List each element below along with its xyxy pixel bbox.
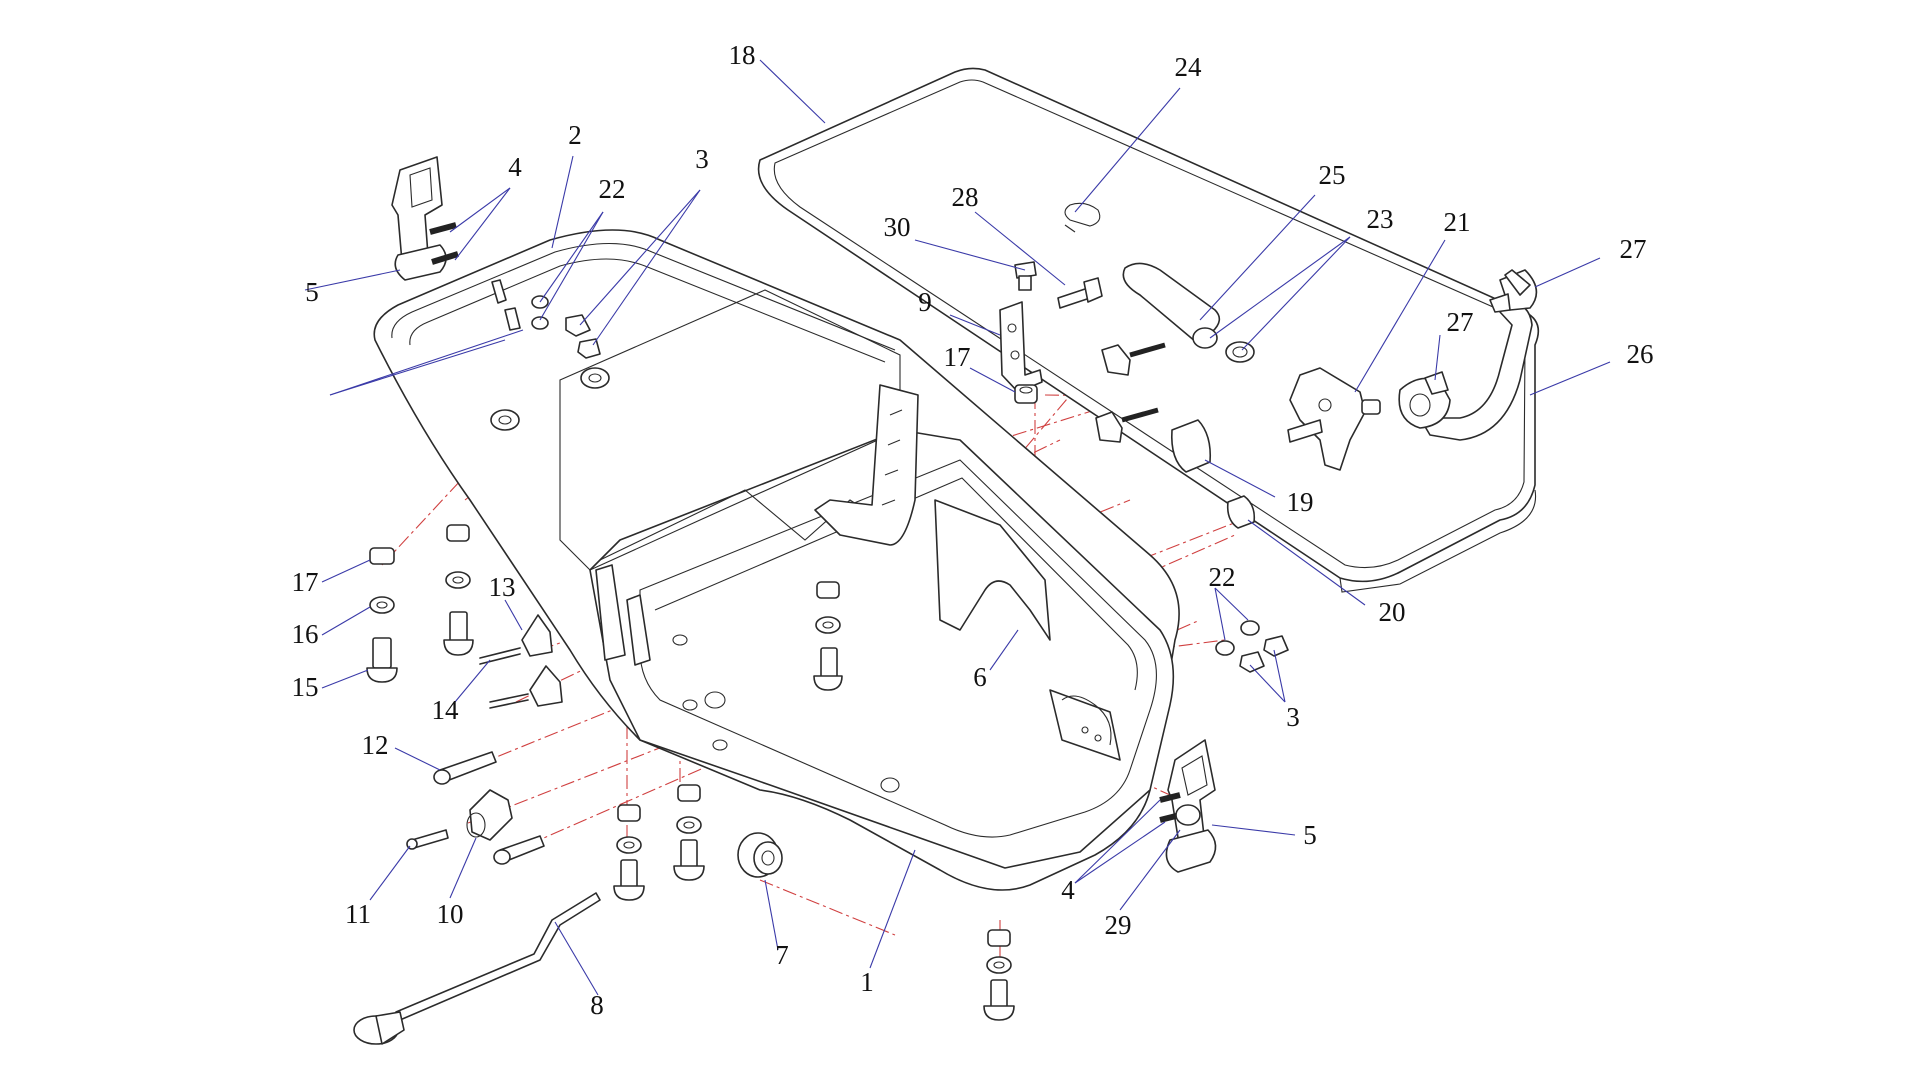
callout-3-right: 3 — [1286, 702, 1300, 732]
callout-23: 23 — [1367, 204, 1394, 234]
pins-and-spacers — [406, 751, 545, 865]
callout-27-mid: 27 — [1447, 307, 1474, 337]
callout-11: 11 — [345, 899, 371, 929]
wedge-and-screws — [479, 614, 563, 709]
callout-3-top: 3 — [695, 144, 709, 174]
callout-16: 16 — [292, 619, 319, 649]
callout-29: 29 — [1105, 910, 1132, 940]
latch-left — [391, 156, 459, 281]
callout-27-top: 27 — [1620, 234, 1647, 264]
callout-1: 1 — [860, 967, 874, 997]
case-body — [373, 229, 1180, 891]
callout-18: 18 — [729, 40, 756, 70]
tube-and-clamps — [1398, 269, 1538, 441]
callout-10: 10 — [437, 899, 464, 929]
bottom-stacks — [613, 784, 1015, 1021]
callout-12: 12 — [362, 730, 389, 760]
callout-19: 19 — [1287, 487, 1314, 517]
callout-28: 28 — [952, 182, 979, 212]
callout-22-right: 22 — [1209, 562, 1236, 592]
callout-22-top: 22 — [599, 174, 626, 204]
callout-4-bottom: 4 — [1061, 875, 1075, 905]
fastener-stack-left — [366, 524, 843, 691]
callout-6: 6 — [973, 662, 987, 692]
callout-5-right: 5 — [1303, 820, 1317, 850]
callout-30: 30 — [884, 212, 911, 242]
rod-with-knob — [353, 892, 601, 1045]
hardware-top-left — [490, 279, 610, 431]
leader-lines — [304, 59, 1611, 996]
callout-7: 7 — [775, 940, 789, 970]
callout-2: 2 — [568, 120, 582, 150]
callout-20: 20 — [1379, 597, 1406, 627]
callout-21: 21 — [1444, 207, 1471, 237]
callout-8: 8 — [590, 990, 604, 1020]
hinge-bracket — [999, 261, 1103, 404]
callout-24: 24 — [1175, 52, 1203, 82]
callout-4-top: 4 — [508, 152, 522, 182]
latch-right — [1159, 739, 1217, 873]
callout-14: 14 — [432, 695, 460, 725]
callout-25: 25 — [1319, 160, 1346, 190]
hardware-bottom-right — [1215, 620, 1289, 673]
callout-5-left: 5 — [305, 277, 319, 307]
callout-17-upper: 17 — [944, 342, 971, 372]
callout-17-left: 17 — [292, 567, 319, 597]
callout-15: 15 — [292, 672, 319, 702]
callout-13: 13 — [489, 572, 516, 602]
callout-labels: 18 24 2 4 22 3 28 30 25 23 21 27 27 26 5… — [292, 40, 1654, 1020]
callout-9: 9 — [918, 287, 932, 317]
callout-26: 26 — [1627, 339, 1654, 369]
lid-hardware — [1064, 202, 1381, 529]
